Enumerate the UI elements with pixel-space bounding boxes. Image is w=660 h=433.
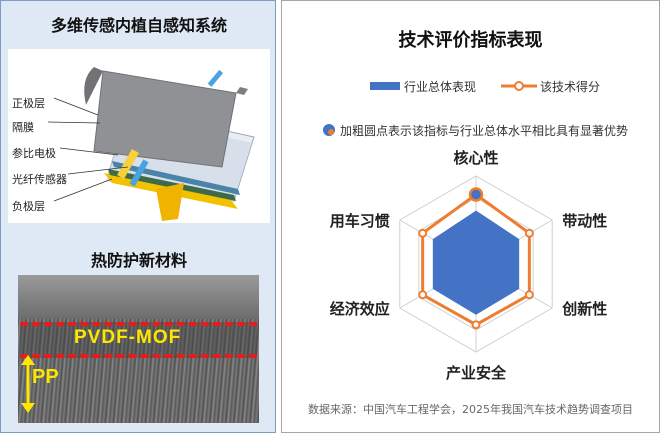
radar-chart xyxy=(399,175,553,353)
series-tech-point xyxy=(418,228,428,238)
material-title: 热防护新材料 xyxy=(90,251,187,270)
legend-tech-marker xyxy=(501,81,537,91)
label-separator: 隔膜 xyxy=(12,121,34,134)
axis-label-driving: 带动性 xyxy=(562,211,608,230)
left-panel: 多维传感内植自感知系统 正极层 隔膜 参比电极 xyxy=(0,0,276,433)
series-tech-point xyxy=(524,228,534,238)
sem-top-band xyxy=(18,275,259,319)
series-tech-point xyxy=(471,320,481,330)
label-reference-electrode: 参比电极 xyxy=(12,147,56,160)
axis-label-innovation: 创新性 xyxy=(562,299,608,318)
pp-thickness-arrow xyxy=(21,355,35,413)
pvdf-mof-label: PVDF-MOF xyxy=(74,327,182,348)
data-source: 数据来源：中国汽车工程学会，2025年我国汽车技术趋势调查项目 xyxy=(308,403,633,416)
legend-tech-label: 该技术得分 xyxy=(540,80,601,94)
pvdf-mof-highlight-box xyxy=(20,322,257,358)
right-panel: 技术评价指标表现 行业总体表现 该技术得分 加粗圆点表示该指标与行业总体水平相比… xyxy=(281,0,660,433)
label-fiber-sensor: 光纤传感器 xyxy=(12,173,67,186)
axis-label-economic-effect: 经济效应 xyxy=(329,299,390,318)
battery-diagram xyxy=(8,49,270,223)
highlight-note: 加粗圆点表示该指标与行业总体水平相比具有显著优势 xyxy=(340,124,629,138)
axis-label-core: 核心性 xyxy=(453,149,499,167)
sensor-system-title: 多维传感内植自感知系统 xyxy=(50,16,227,35)
label-anode-layer: 负极层 xyxy=(12,200,45,213)
axis-label-driving-habits: 用车习惯 xyxy=(329,211,390,230)
series-tech-point-highlight xyxy=(468,187,484,202)
series-tech-point xyxy=(418,290,428,300)
label-cathode-layer: 正极层 xyxy=(12,97,45,110)
legend-industry-label: 行业总体表现 xyxy=(404,80,477,94)
legend-industry-swatch xyxy=(370,82,400,90)
evaluation-title: 技术评价指标表现 xyxy=(398,30,543,51)
battery-layers-illustration xyxy=(47,67,255,221)
pp-label: PP xyxy=(32,366,59,388)
series-tech-point xyxy=(524,290,534,300)
sem-micrograph: PVDF-MOF PP xyxy=(18,275,259,423)
axis-label-industry-security: 产业安全 xyxy=(446,364,507,382)
highlight-dot-icon xyxy=(323,124,335,136)
series-industry-area xyxy=(432,210,520,315)
